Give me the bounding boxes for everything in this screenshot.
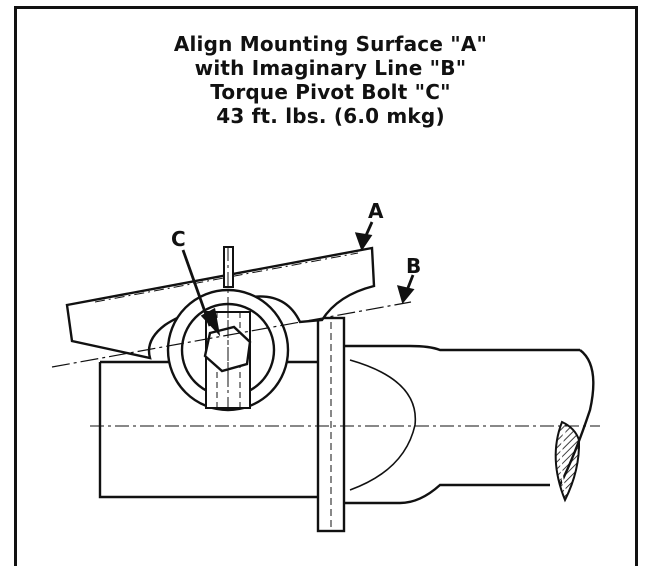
label-a: A — [368, 199, 384, 223]
axle-tube — [98, 344, 595, 505]
instruction-line-2: with Imaginary Line "B" — [194, 56, 467, 80]
center-lines — [90, 247, 600, 427]
label-b: B — [406, 254, 421, 278]
label-c: C — [171, 227, 186, 251]
imaginary-line-b — [51, 301, 412, 368]
instruction-line-1: Align Mounting Surface "A" — [173, 32, 488, 56]
instruction-line-3: Torque Pivot Bolt "C" — [210, 80, 451, 104]
instruction-caption: Align Mounting Surface "A" with Imaginar… — [0, 32, 661, 128]
leader-arrows — [181, 221, 415, 337]
diagram-frame — [14, 6, 638, 566]
instruction-line-4: 43 ft. lbs. (6.0 mkg) — [216, 104, 445, 128]
tube-break-section — [554, 420, 581, 503]
flange-plate — [316, 316, 346, 533]
